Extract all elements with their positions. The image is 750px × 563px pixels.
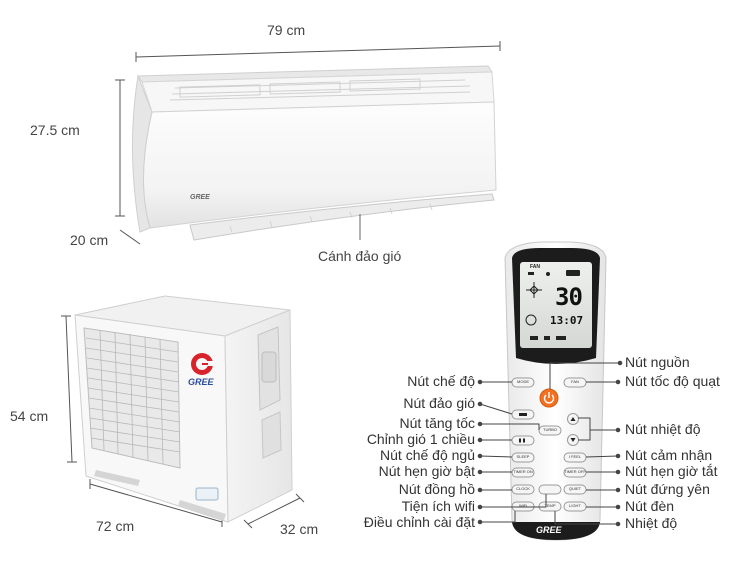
remote-ifeel-button[interactable]: I FEEL [568, 454, 582, 459]
louver-label: Cánh đảo gió [318, 248, 402, 264]
remote-wifi-button[interactable]: WiFi [519, 503, 527, 508]
outdoor-height-dimension-line [61, 315, 77, 463]
outdoor-gree-wordmark: GREE [188, 377, 214, 387]
label-turbo-button: Nút tăng tốc [399, 415, 476, 431]
indoor-top-grill [169, 78, 471, 101]
remote-quiet-button[interactable]: QUIET [568, 486, 582, 491]
outdoor-depth-dimension-line [243, 493, 305, 529]
label-timer-on-button: Nút hẹn giờ bật [378, 463, 475, 479]
indoor-unit [131, 65, 497, 241]
label-fan-speed-button: Nút tốc độ quạt [625, 373, 720, 389]
label-sleep-button: Nút chế độ ngủ [380, 447, 475, 463]
outdoor-width-label: 72 cm [96, 518, 135, 534]
indoor-depth-label: 20 cm [70, 232, 109, 248]
remote-button-grid [511, 377, 587, 512]
remote-mode-text: FAN [530, 264, 540, 270]
label-swing-button: Nút đảo gió [403, 395, 475, 411]
right-callout-lines [549, 360, 623, 527]
label-clock-button: Nút đồng hồ [398, 481, 475, 497]
remote-lcd-display [520, 262, 592, 348]
remote-timer-on-button[interactable]: TIMER ON [513, 469, 533, 474]
label-quiet-button: Nút đứng yên [625, 481, 710, 497]
indoor-width-label: 79 cm [267, 22, 306, 38]
outdoor-depth-label: 32 cm [280, 521, 319, 537]
outdoor-gree-logo [191, 353, 213, 375]
remote-fan-button[interactable]: FAN [571, 379, 579, 384]
remote-brand-logo: GREE [536, 525, 562, 535]
outdoor-fan-grill [83, 327, 181, 469]
remote-turbo-button[interactable]: TURBO [543, 427, 557, 432]
left-callout-lines [477, 379, 547, 525]
label-one-way-airflow: Chỉnh gió 1 chiều [366, 431, 475, 447]
indoor-height-label: 27.5 cm [30, 122, 80, 138]
indoor-width-dimension-line [135, 41, 501, 62]
label-timer-off-button: Nút hẹn giờ tắt [625, 463, 718, 479]
remote-clock-button[interactable]: CLOCK [516, 486, 530, 491]
label-settings-adjust: Điều chỉnh cài đặt [363, 514, 475, 530]
label-power-button: Nút nguồn [625, 354, 690, 370]
remote-sleep-button[interactable]: SLEEP [516, 454, 530, 459]
remote-control [504, 241, 607, 541]
label-mode-button: Nút chế độ [407, 373, 475, 389]
indoor-height-dimension-line [115, 79, 125, 217]
remote-light-button[interactable]: LIGHT [569, 503, 581, 508]
label-ifeel-button: Nút cảm nhận [625, 447, 713, 463]
outdoor-height-label: 54 cm [10, 408, 49, 424]
remote-timer-off-button[interactable]: TIMER OFF [564, 469, 586, 474]
label-wifi-utility: Tiện ích wifi [401, 498, 475, 514]
label-temp-display: Nhiệt độ [625, 515, 678, 531]
remote-temp-display: 30 [555, 283, 583, 311]
indoor-depth-dimension-line [119, 229, 141, 245]
indoor-louver [189, 193, 495, 241]
label-light-button: Nút đèn [625, 498, 675, 514]
remote-temp-button[interactable]: TEMP [544, 503, 556, 508]
remote-bottom-band [512, 522, 600, 540]
outdoor-unit [74, 295, 293, 523]
label-temperature-button: Nút nhiệt độ [625, 421, 701, 437]
remote-mode-button[interactable]: MODE [517, 379, 529, 384]
remote-time-display: 13:07 [550, 314, 584, 327]
indoor-gree-logo: GREE [190, 194, 210, 201]
